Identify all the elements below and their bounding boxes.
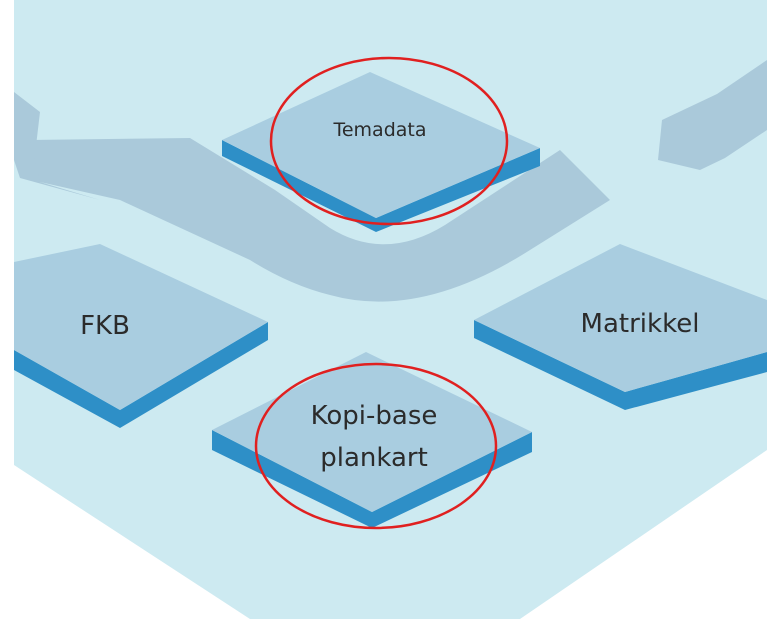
- tile-temadata-label: Temadata: [332, 119, 426, 141]
- tile-kopibase-label-line2: plankart: [320, 443, 428, 473]
- tile-temadata-top: [222, 72, 540, 218]
- tile-matrikkel: Matrikkel: [474, 244, 767, 410]
- tile-kopibase-top: [212, 352, 532, 512]
- tile-fkb-top: [14, 244, 268, 410]
- flow-arrow-left: [14, 92, 100, 200]
- tile-temadata-side: [222, 140, 540, 232]
- tile-temadata: Temadata: [222, 72, 540, 232]
- highlight-ring-kopibase: [254, 362, 498, 530]
- tile-kopibase-label-line1: Kopi-base: [311, 401, 438, 431]
- tile-kopibase: Kopi-base plankart: [212, 352, 532, 528]
- tile-fkb-label: FKB: [80, 311, 130, 341]
- flow-arrow-main: [30, 138, 610, 302]
- tile-matrikkel-side: [474, 320, 767, 410]
- tile-kopibase-side: [212, 430, 532, 528]
- highlight-ring-temadata: [269, 56, 509, 226]
- tile-fkb-side: [14, 322, 268, 428]
- flow-arrow-right: [658, 60, 767, 170]
- tile-matrikkel-top: [474, 244, 767, 392]
- tile-matrikkel-label: Matrikkel: [581, 309, 700, 339]
- tile-fkb: FKB: [14, 244, 268, 428]
